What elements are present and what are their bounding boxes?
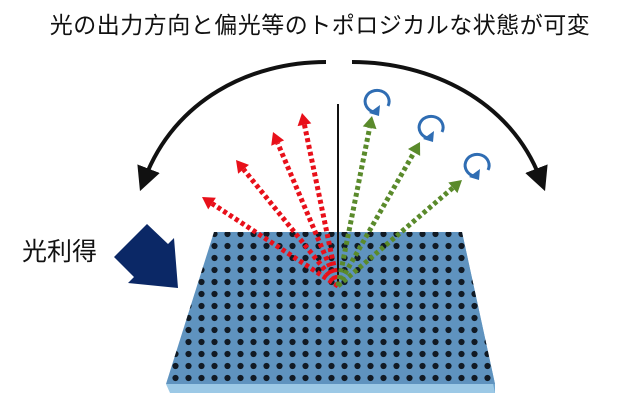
red-emission-rays [202, 113, 341, 289]
polarization-circles [363, 88, 491, 180]
optical-gain-label: 光利得 [22, 237, 98, 266]
green-ray [335, 127, 373, 287]
hole-lattice [166, 232, 495, 384]
polarization-circle-icon [417, 114, 445, 142]
green-ray-head [407, 142, 421, 156]
slab-front-edge [166, 384, 495, 393]
red-ray-head [236, 160, 249, 174]
swing-arrow-icon [137, 60, 327, 192]
gain-arrow-icon [114, 224, 178, 288]
polarization-circle-icon [363, 88, 391, 116]
swing-arrow-icon [351, 60, 548, 192]
red-ray-head [202, 197, 216, 210]
green-ray-head [362, 116, 377, 130]
green-ray-head [448, 180, 462, 194]
red-ray [275, 142, 341, 287]
green-emission-rays [335, 116, 462, 288]
polarization-circle-icon [463, 152, 491, 180]
red-ray-head [297, 113, 312, 127]
photonic-crystal-slab [166, 232, 495, 393]
diagram-title: 光の出力方向と偏光等のトポロジカルな状態が可変 [49, 13, 591, 39]
red-ray-head [271, 132, 285, 146]
green-ray [335, 151, 417, 288]
